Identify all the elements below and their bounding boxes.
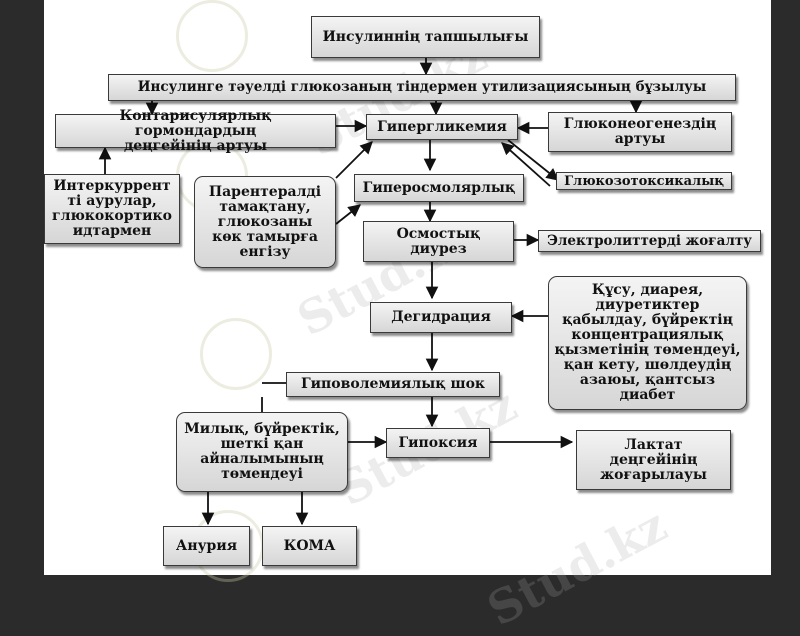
arrow-parenteral-to-hyperglycemia: [335, 141, 373, 179]
node-vomiting-causes: Құсу, диарея, диуретиктер қабылдау, бүйр…: [548, 276, 747, 410]
node-electrolyte-loss: Электролиттерді жоғалту: [538, 230, 761, 252]
node-hypovolemic-shock: Гиповолемиялық шок: [286, 372, 500, 397]
node-glucose-utilization: Инсулинге тәуелді глюкозаның тіндермен у…: [108, 74, 736, 101]
connector-arrows: [98, 58, 643, 526]
arrow-hyperglycemia-to-glucotoxicity: [507, 139, 559, 181]
node-intercurrent: Интеркуррент ті аурулар, глюкокортико ид…: [44, 174, 180, 244]
arrow-glucotoxicity-to-hyperglycemia: [501, 142, 551, 187]
node-insulin-deficit: Инсулиннің тапшылығы: [311, 16, 540, 58]
node-lactate-increase: Лактат деңгейінің жоғарылауы: [576, 430, 731, 490]
node-hyperosmolarity: Гиперосмолярлық: [354, 174, 524, 202]
node-glucotoxicity: Глюкозотоксикалық: [556, 172, 732, 190]
node-hyperglycemia: Гипергликемия: [366, 114, 518, 140]
node-gluconeogenesis: Глюконеогенездің артуы: [548, 112, 732, 152]
node-hypoxia: Гипоксия: [386, 428, 490, 458]
node-parenteral-nutrition: Парентералді тамақтану, глюкозаны көк та…: [194, 176, 336, 268]
node-contrainsular-hormones: Контарисулярлық гормондардың деңгейінің …: [55, 108, 336, 153]
node-circulation-decrease: Милық, бүйректік, шеткі қан айналымының …: [176, 412, 348, 492]
arrow-parenteral-to-hyperosmolarity: [335, 204, 361, 225]
node-osmotic-diuresis: Осмостық диурез: [363, 221, 514, 262]
node-anuria: Анурия: [163, 526, 250, 566]
node-dehydration: Дегидрация: [370, 302, 512, 333]
node-coma: КОМА: [262, 526, 357, 566]
